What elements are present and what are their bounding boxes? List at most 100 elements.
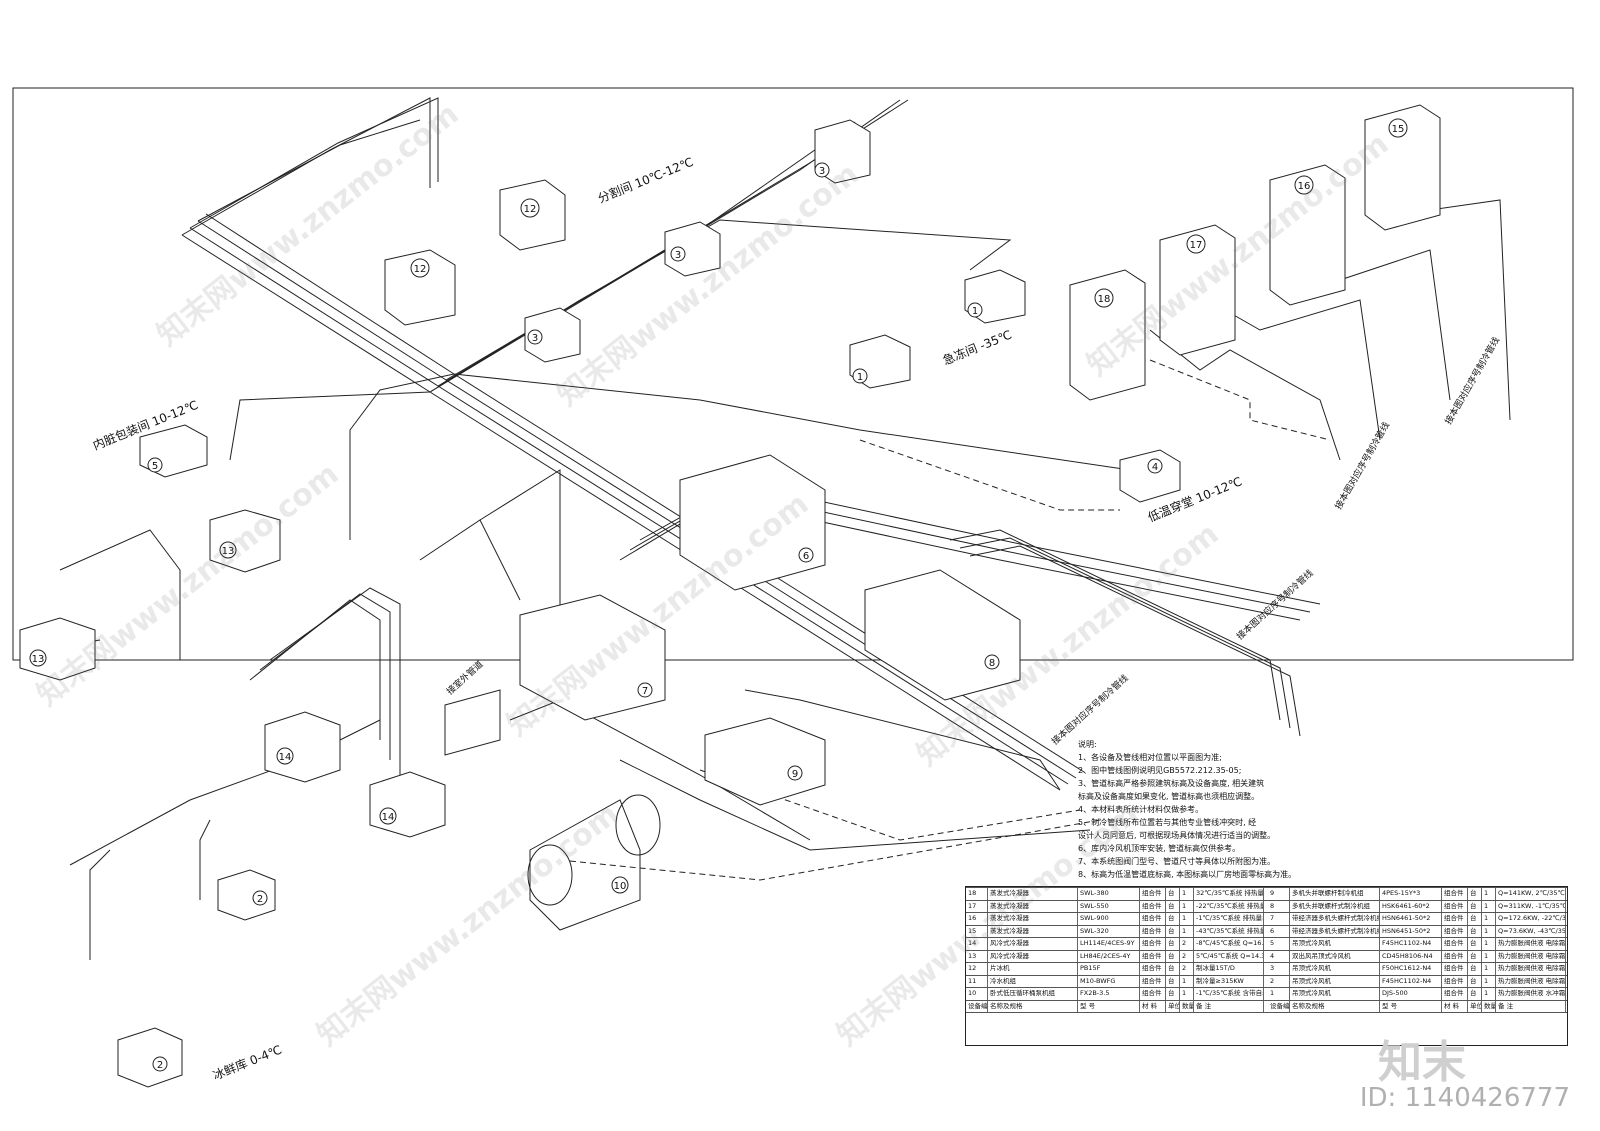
table-cell: 组合件 bbox=[1140, 949, 1166, 962]
table-cell: 片冰机 bbox=[988, 962, 1078, 975]
table-cell: -1℃/35℃系统 含带自动控制器 bbox=[1194, 987, 1264, 1000]
table-cell: 双出风吊顶式冷风机 bbox=[1290, 949, 1380, 962]
equipment-box bbox=[1269, 164, 1346, 306]
table-cell: 32℃/35℃系统 排热量≥380KW bbox=[1194, 887, 1264, 900]
table-cell: 热力膨胀阀供液 电除霜 左接管 bbox=[1496, 937, 1566, 950]
table-cell: -22℃/35℃系统 排热量≥550KW bbox=[1194, 899, 1264, 912]
equipment-box bbox=[864, 569, 1021, 701]
equip-num: 2 bbox=[157, 1060, 163, 1071]
table-cell: 5 bbox=[1268, 937, 1290, 950]
table-rule bbox=[966, 887, 1567, 888]
equipment-box bbox=[664, 221, 721, 277]
equipment-box bbox=[217, 869, 276, 921]
equip-num: 3 bbox=[532, 333, 538, 344]
equipment-box bbox=[1364, 104, 1441, 231]
table-cell: 12 bbox=[966, 962, 988, 975]
table-cell: LH114E/4CES-9Y bbox=[1078, 937, 1140, 950]
table-cell: 吊顶式冷风机 bbox=[1290, 962, 1380, 975]
note-item: 7、本系统图阀门型号、管道尺寸等具体以所附图为准。 bbox=[1078, 857, 1276, 866]
table-header-cell: 名称及规格 bbox=[1290, 999, 1380, 1012]
table-header-cell: 名称及规格 bbox=[988, 999, 1078, 1012]
table-header-cell: 数量 bbox=[1180, 999, 1194, 1012]
table-cell: 组合件 bbox=[1140, 974, 1166, 987]
equip-num: 6 bbox=[803, 551, 809, 562]
table-cell: 5℃/45℃系统 Q=14.39KW bbox=[1194, 949, 1264, 962]
table-cell: 3 bbox=[1268, 962, 1290, 975]
equip-num: 3 bbox=[675, 250, 681, 261]
id-label: ID: 1140426777 bbox=[1359, 1083, 1570, 1113]
table-cell: LH84E/2CES-4Y bbox=[1078, 949, 1140, 962]
table-cell: 14 bbox=[966, 937, 988, 950]
room-label: 分割间 10℃-12℃ bbox=[596, 154, 696, 206]
note-item: 6、库内冷风机顶牢安装, 管道标高仅供参考。 bbox=[1078, 844, 1241, 853]
table-cell: 热力膨胀阀供液 电除霜 右接管 bbox=[1496, 949, 1566, 962]
pipe-label: 接本图对应序号制冷管线 bbox=[1234, 567, 1316, 642]
table-cell: DJS-500 bbox=[1380, 987, 1442, 1000]
table-cell: 多机头并联螺杆式制冷机组 bbox=[1290, 899, 1380, 912]
equipment-box bbox=[704, 717, 826, 806]
table-rule bbox=[966, 974, 1567, 976]
equip-num: 12 bbox=[414, 264, 427, 275]
table-cell: 4 bbox=[1268, 949, 1290, 962]
table-header-cell: 数量 bbox=[1482, 999, 1496, 1012]
table-header-cell: 单位 bbox=[1166, 999, 1180, 1012]
equipment-box bbox=[529, 799, 641, 931]
table-cell: 1 bbox=[1482, 962, 1496, 975]
table-cell: 台 bbox=[1468, 974, 1482, 987]
note-item: 4、本材料表所统计材料仅做参考。 bbox=[1078, 805, 1204, 814]
table-cell: Q=311KW, -1℃/35℃系统 bbox=[1496, 899, 1566, 912]
table-cell: 台 bbox=[1468, 912, 1482, 925]
table-cell: 2 bbox=[1180, 962, 1194, 975]
equipment-box bbox=[369, 771, 446, 838]
table-cell: F50HC1612-N4 bbox=[1380, 962, 1442, 975]
equip-num: 13 bbox=[32, 654, 45, 665]
table-cell: 18 bbox=[966, 887, 988, 900]
table-cell: 蒸发式冷凝器 bbox=[988, 924, 1078, 937]
table-cell: 组合件 bbox=[1442, 974, 1468, 987]
table-cell: 吊顶式冷风机 bbox=[1290, 974, 1380, 987]
table-cell: 1 bbox=[1482, 974, 1496, 987]
table-header-cell: 单位 bbox=[1468, 999, 1482, 1012]
table-cell: 组合件 bbox=[1442, 924, 1468, 937]
table-rule bbox=[966, 1012, 1567, 1013]
table-cell: 台 bbox=[1166, 899, 1180, 912]
table-cell: 8 bbox=[1268, 899, 1290, 912]
note-item: 5、制冷管线所布位置若与其他专业管线冲突时, 经 bbox=[1078, 818, 1257, 827]
table-cell: 台 bbox=[1166, 949, 1180, 962]
table-cell: PB15F bbox=[1078, 962, 1140, 975]
table-header-cell: 备 注 bbox=[1194, 999, 1264, 1012]
table-cell: 组合件 bbox=[1140, 887, 1166, 900]
table-cell: 2 bbox=[1180, 949, 1194, 962]
table-cell: 1 bbox=[1482, 937, 1496, 950]
note-item: 标高及设备高度如果变化, 管道标高也须相应调整。 bbox=[1078, 792, 1260, 801]
equip-num: 8 bbox=[989, 658, 995, 669]
table-cell: 台 bbox=[1166, 924, 1180, 937]
table-cell: 冷水机组 bbox=[988, 974, 1078, 987]
note-item: 1、各设备及管线相对位置以平面图为准; bbox=[1078, 753, 1222, 762]
table-rule bbox=[966, 937, 1567, 938]
equipment-box bbox=[209, 509, 281, 573]
table-header-cell: 材 料 bbox=[1442, 999, 1468, 1012]
note-item: 设计人员同意后, 可根据现场具体情况进行适当的调整。 bbox=[1078, 831, 1276, 840]
table-cell: 台 bbox=[1166, 912, 1180, 925]
equipment-box bbox=[524, 307, 581, 363]
table-cell: 1 bbox=[1268, 987, 1290, 1000]
table-cell: SWL-550 bbox=[1078, 899, 1140, 912]
table-cell: 制冰量15T/D bbox=[1194, 962, 1264, 975]
table-header-cell: 材 料 bbox=[1140, 999, 1166, 1012]
table-cell: 制冷量≥315KW bbox=[1194, 974, 1264, 987]
table-cell: F45HC1102-N4 bbox=[1380, 937, 1442, 950]
table-cell: 组合件 bbox=[1442, 949, 1468, 962]
table-cell: -1℃/35℃系统 排热量≥900KW bbox=[1194, 912, 1264, 925]
table-cell: 组合件 bbox=[1442, 912, 1468, 925]
table-cell: SWL-320 bbox=[1078, 924, 1140, 937]
table-cell: HSN6461-50*2 bbox=[1380, 912, 1442, 925]
table-cell: 9 bbox=[1268, 887, 1290, 900]
table-cell: 组合件 bbox=[1140, 899, 1166, 912]
room-label: 急冻间 -35℃ bbox=[941, 327, 1014, 368]
equip-num: 7 bbox=[642, 686, 648, 697]
table-cell: F45HC1102-N4 bbox=[1380, 974, 1442, 987]
room-label: 冰鲜库 0-4℃ bbox=[211, 1042, 284, 1083]
equipment-box bbox=[264, 711, 341, 783]
